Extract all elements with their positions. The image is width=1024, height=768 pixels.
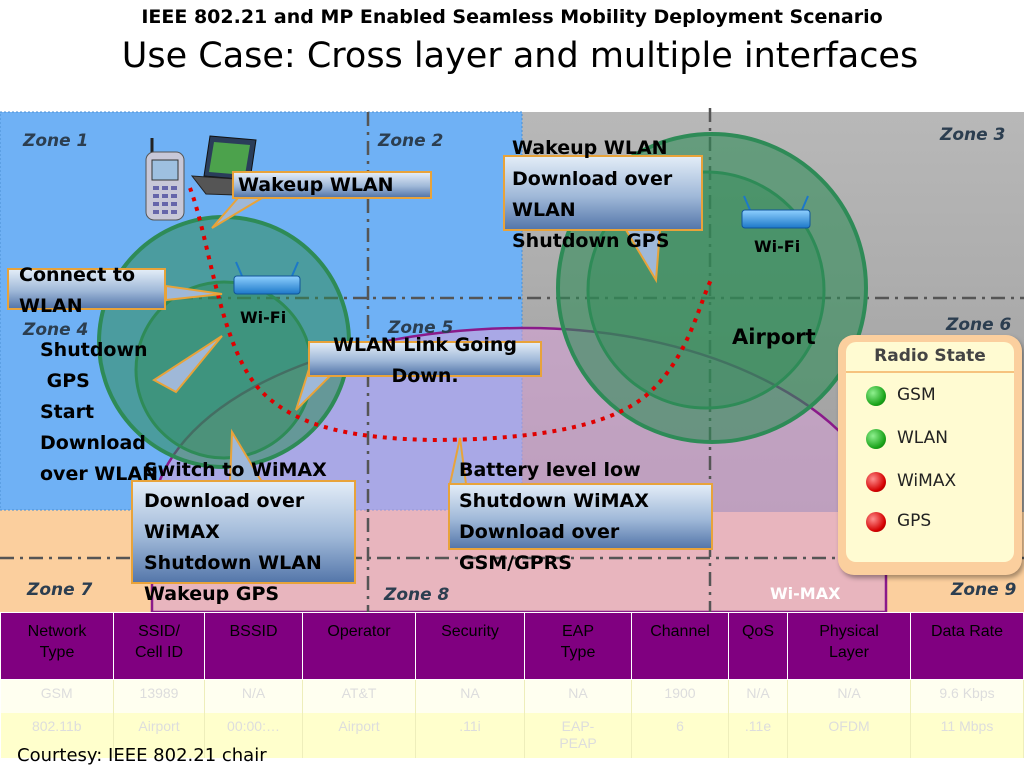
table-cell: Airport	[302, 713, 416, 758]
table-header-row: Network Type SSID/ Cell ID BSSID Operato…	[0, 612, 1024, 680]
callout-connect-wlan-text: Connect to WLAN	[19, 264, 136, 317]
table-cell: NA	[415, 679, 525, 713]
callout-wakeup-download-text: Wakeup WLAN Download over WLAN Shutdown …	[512, 137, 673, 252]
column-header: SSID/ Cell ID	[113, 612, 205, 680]
table-cell: 9.6 Kbps	[910, 679, 1024, 713]
wimax-status-led-icon	[866, 472, 886, 492]
zone-7-label: Zone 7	[27, 580, 93, 600]
zone-5-label: Zone 5	[388, 318, 454, 338]
table-cell: AT&T	[302, 679, 416, 713]
router-left-icon	[233, 261, 301, 295]
callout-battery-low-text: Battery level low Shutdown WiMAX Downloa…	[459, 459, 649, 574]
zone-9-label: Zone 9	[951, 580, 1017, 600]
radio-state-title: Radio State	[846, 346, 1014, 373]
zone-3-label: Zone 3	[940, 125, 1006, 145]
airport-label: Airport	[732, 325, 816, 349]
column-header: Network Type	[0, 612, 114, 680]
table-cell: NA	[524, 679, 632, 713]
table-cell: 00:00:…	[204, 713, 303, 758]
zone-8-label: Zone 8	[384, 585, 450, 605]
table-row: GSM 13989 N/A AT&T NA NA 1900 N/A N/A 9.…	[0, 679, 1024, 713]
table-cell: GSM	[0, 679, 114, 713]
slide-subtitle: IEEE 802.21 and MP Enabled Seamless Mobi…	[141, 6, 883, 28]
callout-link-going-down-text: WLAN Link Going Down.	[333, 334, 517, 387]
mobility-path	[188, 187, 714, 443]
callout-wakeup-download	[503, 155, 703, 231]
column-header: EAP Type	[524, 612, 632, 680]
radio-state-panel: Radio State GSM WLAN WiMAX GPS	[838, 335, 1022, 575]
callout-shutdown-start-text: Shutdown GPS Start Download over WLAN	[40, 339, 158, 485]
wlan-status-led-icon	[866, 429, 886, 449]
mobile-phone-icon	[145, 138, 185, 221]
table-cell: OFDM	[787, 713, 911, 758]
table-cell: EAP- PEAP	[524, 713, 632, 758]
table-cell: Airport	[113, 713, 205, 758]
column-header: Physical Layer	[787, 612, 911, 680]
zone-2-label: Zone 2	[378, 131, 444, 151]
wifi-airport-label: Wi-Fi	[754, 237, 801, 256]
gps-status-led-icon	[866, 512, 886, 532]
table-cell: .11e	[728, 713, 788, 758]
radio-item-wlan-label: WLAN	[897, 428, 949, 448]
column-header: BSSID	[204, 612, 303, 680]
radio-item-gsm-label: GSM	[897, 385, 936, 405]
table-cell: N/A	[787, 679, 911, 713]
zone-6-label: Zone 6	[946, 315, 1012, 335]
callout-battery-low	[448, 483, 713, 550]
radio-state-body: Radio State GSM WLAN WiMAX GPS	[846, 342, 1014, 562]
column-header: QoS	[728, 612, 788, 680]
radio-item-wimax-label: WiMAX	[897, 471, 957, 491]
table-row: 802.11b Airport 00:00:… Airport .11i EAP…	[0, 713, 1024, 758]
column-header: Channel	[631, 612, 729, 680]
slide-title: Use Case: Cross layer and multiple inter…	[121, 36, 919, 76]
callout-connect-wlan	[7, 268, 166, 310]
table-cell: 11 Mbps	[910, 713, 1024, 758]
table-cell: N/A	[204, 679, 303, 713]
callout-switch-wimax	[131, 480, 356, 584]
callout-wakeup-wlan	[232, 171, 432, 199]
column-header: Operator	[302, 612, 416, 680]
column-header: Data Rate	[910, 612, 1024, 680]
router-airport-icon	[741, 195, 811, 229]
table-cell: 802.11b	[0, 713, 114, 758]
callout-tail-shutdown	[152, 335, 223, 394]
gsm-status-led-icon	[866, 386, 886, 406]
callout-wakeup-wlan-text: Wakeup WLAN	[238, 174, 394, 196]
table-cell: 1900	[631, 679, 729, 713]
wimax-label: Wi-MAX	[770, 584, 841, 603]
table-cell: 13989	[113, 679, 205, 713]
column-header: Security	[415, 612, 525, 680]
callout-link-going-down	[308, 341, 542, 377]
callout-switch-wimax-text: Switch to WiMAX Download over WiMAX Shut…	[144, 459, 327, 605]
callout-tail-connect	[165, 284, 223, 302]
table-cell: N/A	[728, 679, 788, 713]
table-cell: .11i	[415, 713, 525, 758]
radio-item-gps-label: GPS	[897, 511, 932, 531]
table-cell: 6	[631, 713, 729, 758]
courtesy-text: Courtesy: IEEE 802.21 chair	[17, 745, 267, 766]
zone-4-label: Zone 4	[23, 320, 89, 340]
zone-1-label: Zone 1	[23, 131, 89, 151]
wifi-left-label: Wi-Fi	[240, 308, 287, 327]
network-info-table: Network Type SSID/ Cell ID BSSID Operato…	[0, 612, 1024, 758]
